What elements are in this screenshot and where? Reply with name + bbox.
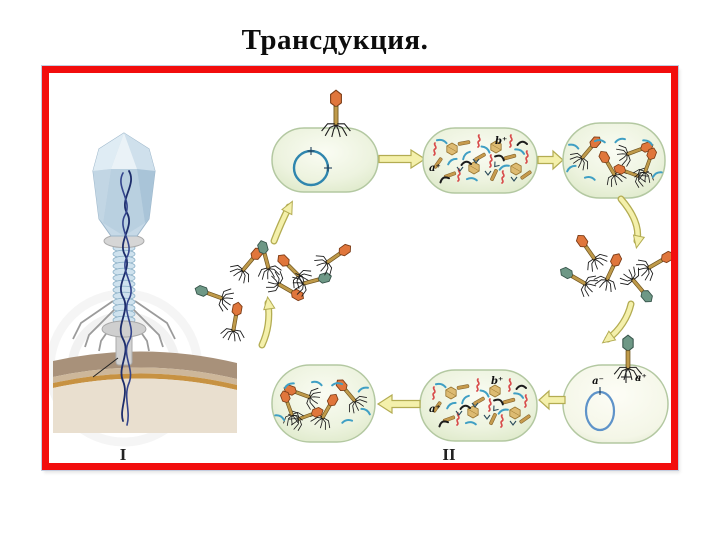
arrow-curved-up-1 [258,295,276,349]
gene-label: b⁺ [491,376,503,387]
panel-label-I: I [120,445,127,463]
baseplate [101,320,147,338]
degraded-dna-cell-top: a⁺ b⁺ [422,127,538,194]
degraded-dna-cell-bottom: a⁺ b⁺ [419,369,538,442]
tail-fibers [72,300,176,352]
panel-label-II: II [442,445,456,463]
arrow-left-1 [538,389,566,411]
arrow-curved-down-1 [617,195,645,250]
transduction-cycle: a⁺ b⁺ [190,89,671,463]
page-title: Трансдукция. [241,24,429,56]
arrow-left-2 [376,393,421,415]
arrow-right-1 [378,148,427,170]
recipient-cell: a⁻ a⁺ [562,334,669,444]
gene-label: a⁻ [592,376,604,387]
gene-label: a⁺ [635,373,647,384]
gene-label: a⁺ [429,163,441,174]
callout-line [92,357,119,378]
injected-dna-fragment [621,369,631,383]
arrow-curved-up-2 [270,198,298,245]
released-phages-right [554,228,671,310]
dna-strand [119,170,133,426]
figure-frame: I a⁺ b⁺ [42,66,678,470]
gene-label: b⁺ [495,136,507,147]
cell-membrane [53,351,237,433]
capsid-head [92,132,156,237]
phage-assembly-cell-top [562,122,666,199]
released-phages-left [190,235,358,344]
arrow-curved-down-2 [598,300,635,348]
transduction-figure: I a⁺ b⁺ [49,89,671,463]
gene-label: a⁺ [429,404,441,415]
phage-anatomy-illustration: I [49,132,237,463]
donor-cell [271,89,379,193]
phage-assembly-cell-bottom [271,364,376,443]
arrow-right-2 [537,149,564,171]
